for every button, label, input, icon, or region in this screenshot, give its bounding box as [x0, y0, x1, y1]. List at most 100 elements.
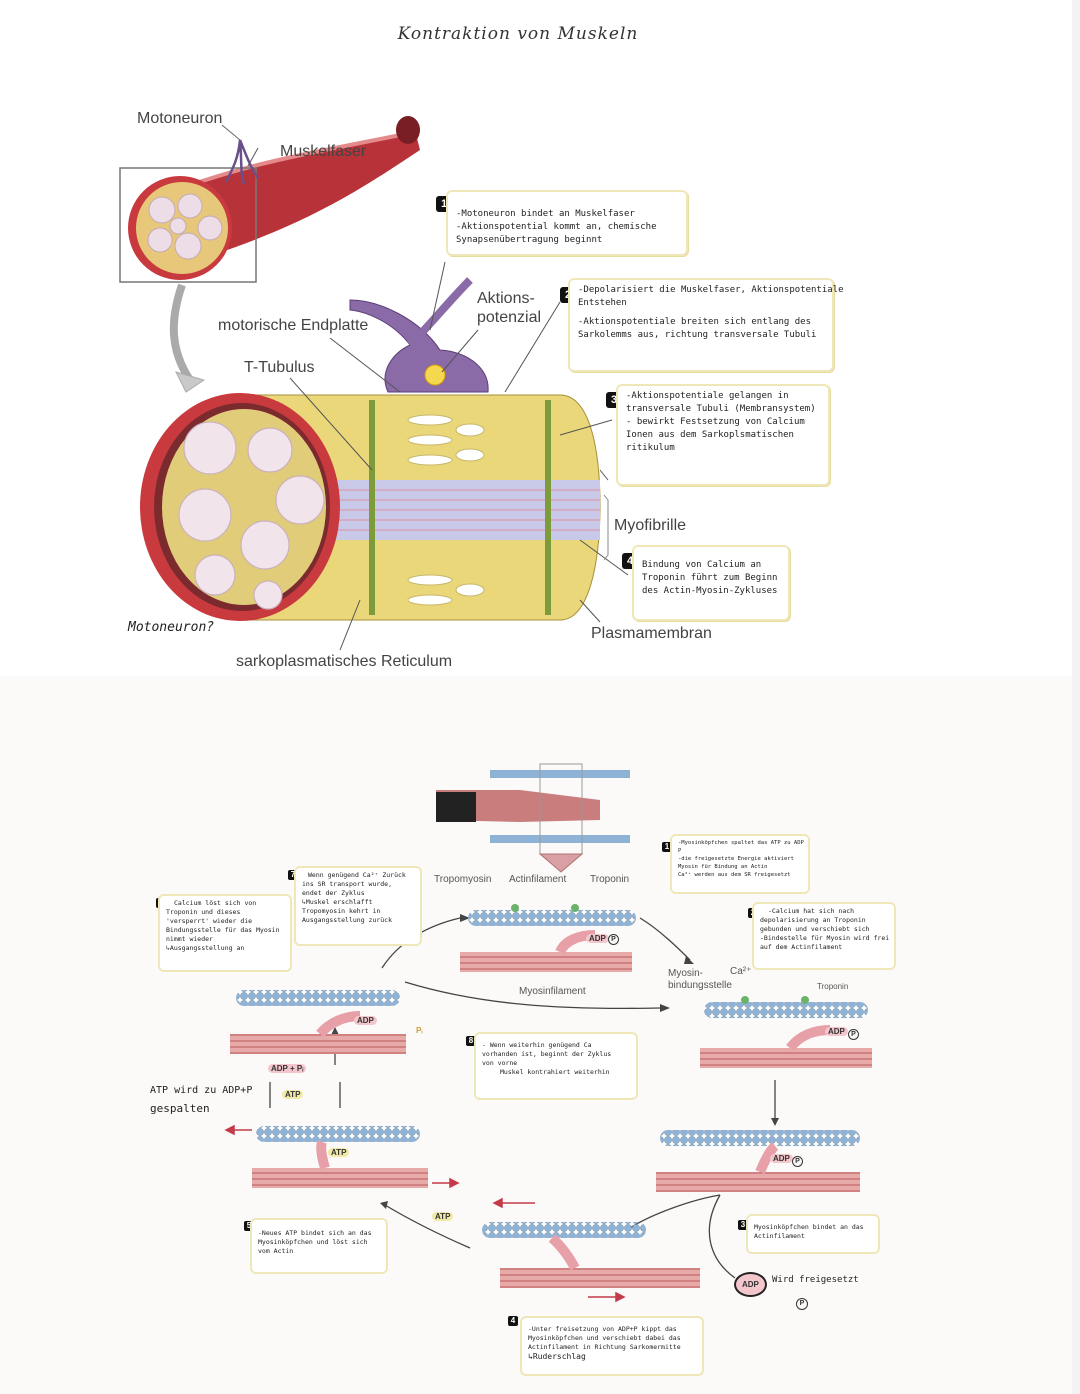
myofibril-sections — [178, 421, 325, 610]
cycle-step-6-line: 'versperrt' wieder die — [166, 917, 253, 925]
top-step-3-box: -Aktionspotentiale gelangen in transvers… — [616, 384, 830, 486]
cycle-step-1-line: Ca²⁺ werden aus dem SR freigesetzt — [678, 872, 791, 878]
cycle-step-6-line: nimmt wieder — [166, 935, 213, 943]
t-tubules — [369, 400, 551, 615]
cycle-step-2-line: gebunden und verschiebt sich — [760, 925, 870, 933]
cycle-step-6-box: Calcium löst sich von Troponin und diese… — [158, 894, 292, 972]
cycle-step-5-box: -Neues ATP bindet sich an das Myosinköpf… — [250, 1218, 388, 1274]
top-step-3-line: - bewirkt Festsetzung von Calcium — [626, 417, 805, 427]
cycle-step-3-line: Myosinköpfchen bindet an das — [754, 1223, 864, 1231]
cycle-step-7-line: endet der Zyklus — [302, 889, 365, 897]
label-actinfilament: Actinfilament — [509, 874, 567, 885]
assembly-right — [700, 996, 872, 1068]
zoom-arrow — [175, 371, 206, 393]
cycle-step-1-line: Myosin für Bindung an Actin — [678, 864, 768, 870]
direction-arrows — [224, 1124, 626, 1303]
adp-token: ADP — [354, 1016, 377, 1025]
atp-token: ATP — [328, 1148, 350, 1157]
note-atp-split-2: gespalten — [150, 1102, 210, 1115]
cycle-step-2-box: -Calcium hat sich nach depolarisierung a… — [752, 902, 896, 970]
top-step-1-line: -Aktionspotential kommt an, chemische — [456, 222, 657, 232]
cycle-step-3-line: Actinfilament — [754, 1232, 805, 1240]
muscle-strand-end — [396, 116, 420, 144]
note-freigesetzt: Wird freigesetzt — [772, 1275, 859, 1285]
cycle-step-6-line: Bindungsstelle für das Myosin — [166, 926, 280, 934]
phosphate-token: P — [848, 1029, 859, 1040]
top-step-4-box: Bindung von Calcium an Troponin führt zu… — [632, 545, 790, 621]
top-step-2-line: Sarkolemms aus, richtung transversale Tu… — [578, 330, 817, 340]
callout-lines — [247, 147, 629, 651]
motor-endplate — [349, 299, 489, 393]
cycle-step-number-4: 4 — [508, 1316, 518, 1326]
assembly-left-upper — [230, 990, 406, 1054]
phosphate-released-token: P — [796, 1298, 808, 1310]
top-step-2-line: -Aktionspotentiale breiten sich entlang … — [578, 317, 811, 327]
cycle-step-5-line: Myosinköpfchen und löst sich — [258, 1238, 368, 1246]
top-step-1-line: -Motoneuron bindet an Muskelfaser — [456, 209, 635, 219]
label-myosin-bind-1: Myosin- — [668, 968, 704, 979]
cycle-step-1-line: -die freigesetzte Energie aktiviert — [678, 856, 794, 862]
label-t-tubulus: T-Tubulus — [244, 359, 315, 376]
top-step-4-line: Bindung von Calcium an — [642, 560, 762, 570]
cycle-step-number-1: 1 — [662, 842, 672, 852]
label-tropomyosin: Tropomyosin — [434, 874, 492, 885]
label-calcium: Ca²⁺ — [730, 966, 752, 977]
cycle-step-4-line: Myosinköpfchen und verschiebt dabei das — [528, 1334, 681, 1342]
label-troponin: Troponin — [590, 874, 630, 885]
cycle-step-3-box: Myosinköpfchen bindet an das Actinfilame… — [746, 1214, 880, 1254]
atp-token: ATP — [432, 1212, 454, 1221]
cycle-step-6-line: Calcium löst sich von — [174, 899, 257, 907]
label-endplatte: motorische Endplatte — [218, 317, 369, 334]
label-myosin-bind-2: bindungsstelle — [668, 980, 732, 991]
cycle-step-number-8: 8 — [466, 1036, 476, 1046]
label-myofibrille: Myofibrille — [614, 517, 687, 534]
label-aktionspotenzial-2: potenzial — [477, 309, 542, 326]
cycle-step-8-box: - Wenn weiterhin genügend Ca vorhanden i… — [474, 1032, 638, 1100]
cycle-step-8-line: von vorne — [482, 1059, 518, 1067]
cycle-step-2-line: -Calcium hat sich nach — [768, 907, 855, 915]
handwritten-motoneuron: Motoneuron? — [128, 620, 215, 635]
cycle-step-number-7: 7 — [288, 870, 298, 880]
top-step-4-line: Troponin führt zum Beginn — [642, 573, 778, 583]
label-aktionspotenzial-1: Aktions- — [477, 290, 535, 307]
cycle-step-number-3: 3 — [738, 1220, 748, 1230]
cycle-step-1-box: -Myosinköpfchen spaltet das ATP zu ADP P… — [670, 834, 810, 894]
label-plasmamembran: Plasmamembran — [591, 625, 712, 642]
cycle-step-7-box: Wenn genügend Ca²⁺ Zurück ins SR transpo… — [294, 866, 422, 946]
cycle-step-8-line: vorhanden ist, beginnt der Zyklus — [482, 1050, 612, 1058]
cycle-step-2-line: auf dem Actinfilament — [760, 943, 843, 951]
top-step-3-line: -Aktionspotentiale gelangen in — [626, 391, 789, 401]
assembly-bottom — [482, 1222, 700, 1288]
cycle-step-4-box: -Unter freisetzung von ADP+P kippt das M… — [520, 1316, 704, 1376]
label-motoneuron: Motoneuron — [137, 110, 223, 127]
label-retikulum: sarkoplasmatisches Reticulum — [236, 653, 453, 670]
cycle-step-7-line: Wenn genügend Ca²⁺ Zurück — [308, 871, 406, 879]
cycle-step-4-line: Actinfilament in Richtung Sarkomermitte — [528, 1343, 681, 1351]
page-title: Kontraktion von Muskeln — [397, 24, 639, 44]
phosphate-free-token: Pᵢ — [416, 1026, 423, 1035]
top-step-2-line: Entstehen — [578, 298, 627, 308]
zoom-frame — [119, 167, 257, 283]
label-muskelfaser: Muskelfaser — [280, 143, 367, 160]
atp-token: ATP — [282, 1090, 304, 1099]
adp-token: ADP — [825, 1027, 848, 1036]
cycle-step-7-line: Ausgangsstellung zurück — [302, 916, 393, 924]
label-myosinfilament: Myosinfilament — [519, 986, 586, 997]
cycle-step-7-line: ins SR transport wurde, — [302, 880, 393, 888]
cycle-step-2-line: -Bindestelle für Myosin wird frei — [760, 934, 890, 942]
top-step-2-box: -Depolarisiert die Muskelfaser, Aktionsp… — [568, 278, 844, 372]
assembly-right-lower — [656, 1130, 860, 1192]
cycle-step-4-line: ↳Ruderschlag — [528, 1352, 586, 1361]
top-step-2-line: -Depolarisiert die Muskelfaser, Aktionsp… — [578, 285, 844, 295]
top-step-1-line: Synapsenübertragung beginnt — [456, 235, 603, 245]
top-step-3-line: Ionen aus dem Sarkoplsmatischen — [626, 430, 794, 440]
adp-pi-token: ADP + Pᵢ — [268, 1064, 307, 1073]
cycle-step-1-line: -Myosinköpfchen spaltet das ATP zu ADP — [678, 840, 804, 846]
page-edge — [1072, 0, 1080, 1394]
phosphate-token: P — [608, 934, 619, 945]
cycle-step-5-line: -Neues ATP bindet sich an das — [258, 1229, 372, 1237]
cycle-step-6-line: Troponin und dieses — [166, 908, 241, 916]
adp-token: ADP — [586, 934, 609, 943]
